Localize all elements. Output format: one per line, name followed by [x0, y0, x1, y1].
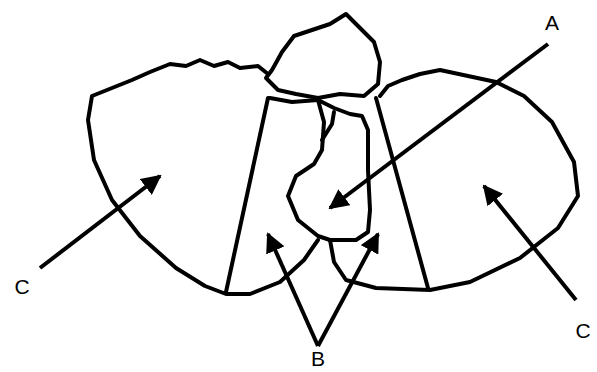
leader-line [40, 176, 160, 268]
leader-line [484, 186, 576, 300]
leader-line [318, 234, 378, 346]
leader-line [268, 234, 318, 346]
part-label: A [545, 12, 559, 33]
part-label: B [311, 348, 325, 369]
part-label: C [575, 320, 590, 341]
leader-line [330, 44, 548, 208]
part-label: C [14, 276, 29, 297]
